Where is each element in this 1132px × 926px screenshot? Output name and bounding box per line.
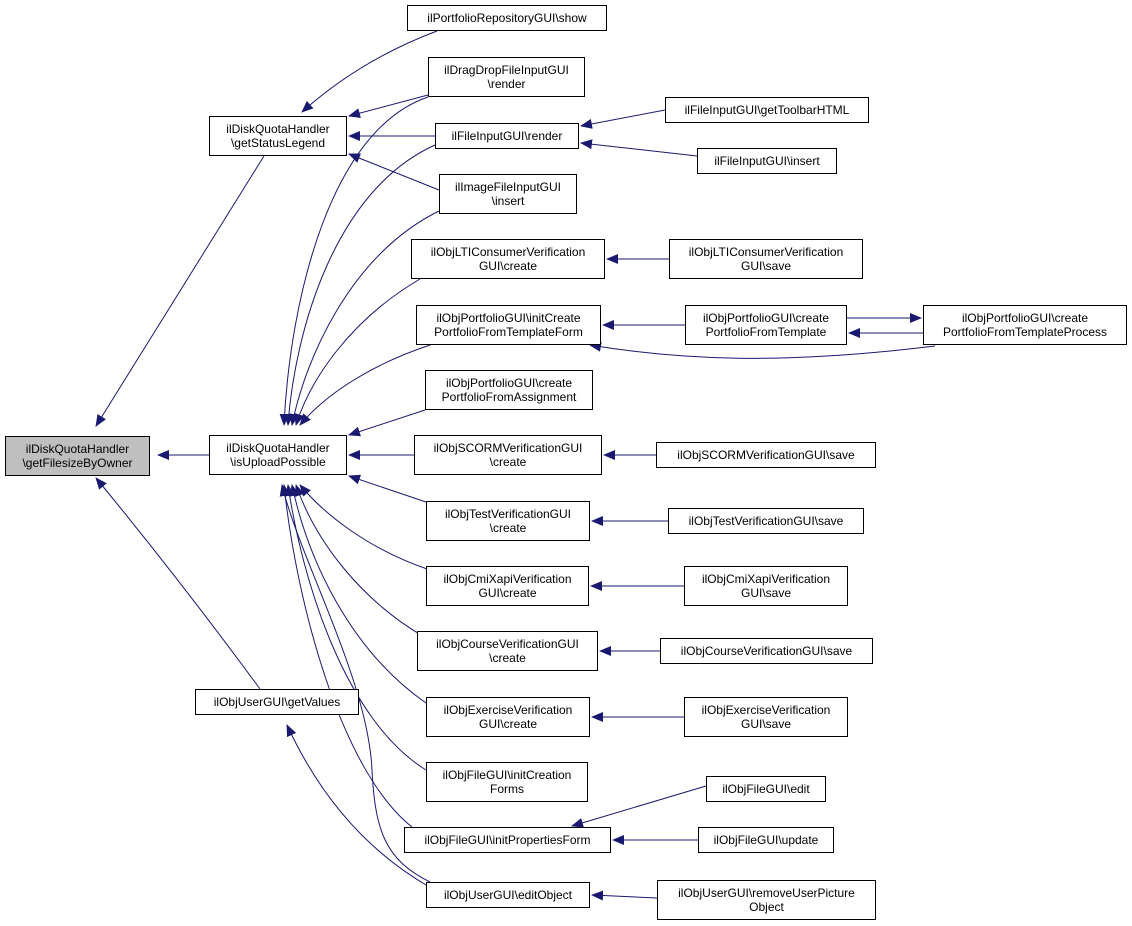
node-image-file-insert[interactable]: ilImageFileInputGUI \insert bbox=[439, 174, 577, 214]
edge-exercise-to-upload bbox=[289, 484, 427, 704]
edge-portfolio-init-to-upload bbox=[299, 344, 431, 426]
node-user-edit-object[interactable]: ilObjUserGUI\editObject bbox=[426, 882, 590, 908]
edge-image-insert-to-status-legend bbox=[348, 153, 440, 191]
node-portfolio-create-from-template[interactable]: ilObjPortfolioGUI\create PortfolioFromTe… bbox=[685, 305, 847, 345]
node-file-init-creation[interactable]: ilObjFileGUI\initCreation Forms bbox=[426, 762, 588, 802]
edge-status-legend-to-root bbox=[95, 155, 265, 427]
edge-portfolio-assignment-to-upload bbox=[348, 409, 426, 437]
node-scorm-save[interactable]: ilObjSCORMVerificationGUI\save bbox=[656, 442, 876, 468]
node-file-update[interactable]: ilObjFileGUI\update bbox=[698, 827, 834, 853]
node-portfolio-repository-show[interactable]: ilPortfolioRepositoryGUI\show bbox=[407, 5, 607, 31]
edge-test-to-upload bbox=[348, 474, 427, 503]
node-portfolio-init-create[interactable]: ilObjPortfolioGUI\initCreate PortfolioFr… bbox=[416, 305, 601, 345]
edge-toolbar-to-file-render bbox=[580, 109, 666, 129]
node-is-upload-possible[interactable]: ilDiskQuotaHandler \isUploadPossible bbox=[209, 435, 347, 475]
node-root-get-filesize-by-owner: ilDiskQuotaHandler \getFilesizeByOwner bbox=[5, 436, 150, 476]
node-file-insert[interactable]: ilFileInputGUI\insert bbox=[697, 148, 837, 174]
node-user-get-values[interactable]: ilObjUserGUI\getValues bbox=[195, 689, 359, 715]
edge-user-edit-to-user-values bbox=[286, 724, 427, 886]
edge-user-edit-to-upload bbox=[279, 484, 431, 883]
node-file-init-properties[interactable]: ilObjFileGUI\initPropertiesForm bbox=[404, 827, 611, 853]
edge-portfolio-show-to-status-legend bbox=[301, 30, 438, 113]
node-dragdrop-render[interactable]: ilDragDropFileInputGUI \render bbox=[428, 57, 585, 97]
node-portfolio-from-assignment[interactable]: ilObjPortfolioGUI\create PortfolioFromAs… bbox=[425, 370, 593, 410]
node-lti-save[interactable]: ilObjLTIConsumerVerification GUI\save bbox=[669, 239, 863, 279]
edge-file-insert-to-file-render bbox=[580, 139, 698, 157]
edge-dragdrop-to-status-legend bbox=[348, 94, 429, 119]
node-cmix-save[interactable]: ilObjCmiXapiVerification GUI\save bbox=[684, 566, 848, 606]
edge-process-to-portfolio-init bbox=[589, 341, 936, 359]
node-user-remove-picture[interactable]: ilObjUserGUI\removeUserPicture Object bbox=[657, 880, 876, 920]
node-get-status-legend[interactable]: ilDiskQuotaHandler \getStatusLegend bbox=[209, 116, 347, 156]
edge-file-edit-to-file-properties bbox=[571, 785, 707, 828]
edge-file-render-to-upload bbox=[283, 144, 436, 426]
edge-remove-picture-to-user-edit bbox=[591, 890, 658, 901]
edge-dragdrop-to-upload bbox=[279, 96, 429, 426]
node-file-toolbar-html[interactable]: ilFileInputGUI\getToolbarHTML bbox=[665, 97, 869, 123]
node-file-input-render[interactable]: ilFileInputGUI\render bbox=[435, 123, 579, 149]
node-course-save[interactable]: ilObjCourseVerificationGUI\save bbox=[660, 638, 873, 664]
node-scorm-create[interactable]: ilObjSCORMVerificationGUI \create bbox=[414, 435, 602, 475]
node-file-edit[interactable]: ilObjFileGUI\edit bbox=[706, 776, 826, 802]
node-portfolio-create-process[interactable]: ilObjPortfolioGUI\create PortfolioFromTe… bbox=[923, 305, 1127, 345]
edge-file-creation-to-upload bbox=[284, 484, 427, 771]
edge-image-insert-to-upload bbox=[289, 210, 440, 426]
edge-course-to-upload bbox=[294, 484, 427, 639]
node-course-create[interactable]: ilObjCourseVerificationGUI \create bbox=[417, 631, 598, 671]
edge-cmix-to-upload bbox=[299, 484, 431, 571]
edge-file-properties-to-upload bbox=[280, 484, 413, 828]
node-lti-create[interactable]: ilObjLTIConsumerVerification GUI\create bbox=[411, 239, 605, 279]
edge-lti-to-upload bbox=[294, 278, 421, 426]
edge-user-values-to-root bbox=[95, 477, 261, 690]
node-cmix-create[interactable]: ilObjCmiXapiVerification GUI\create bbox=[426, 566, 589, 606]
node-test-save[interactable]: ilObjTestVerificationGUI\save bbox=[668, 508, 864, 534]
node-exercise-create[interactable]: ilObjExerciseVerification GUI\create bbox=[426, 697, 590, 737]
node-exercise-save[interactable]: ilObjExerciseVerification GUI\save bbox=[684, 697, 848, 737]
node-test-create[interactable]: ilObjTestVerificationGUI \create bbox=[426, 501, 590, 541]
